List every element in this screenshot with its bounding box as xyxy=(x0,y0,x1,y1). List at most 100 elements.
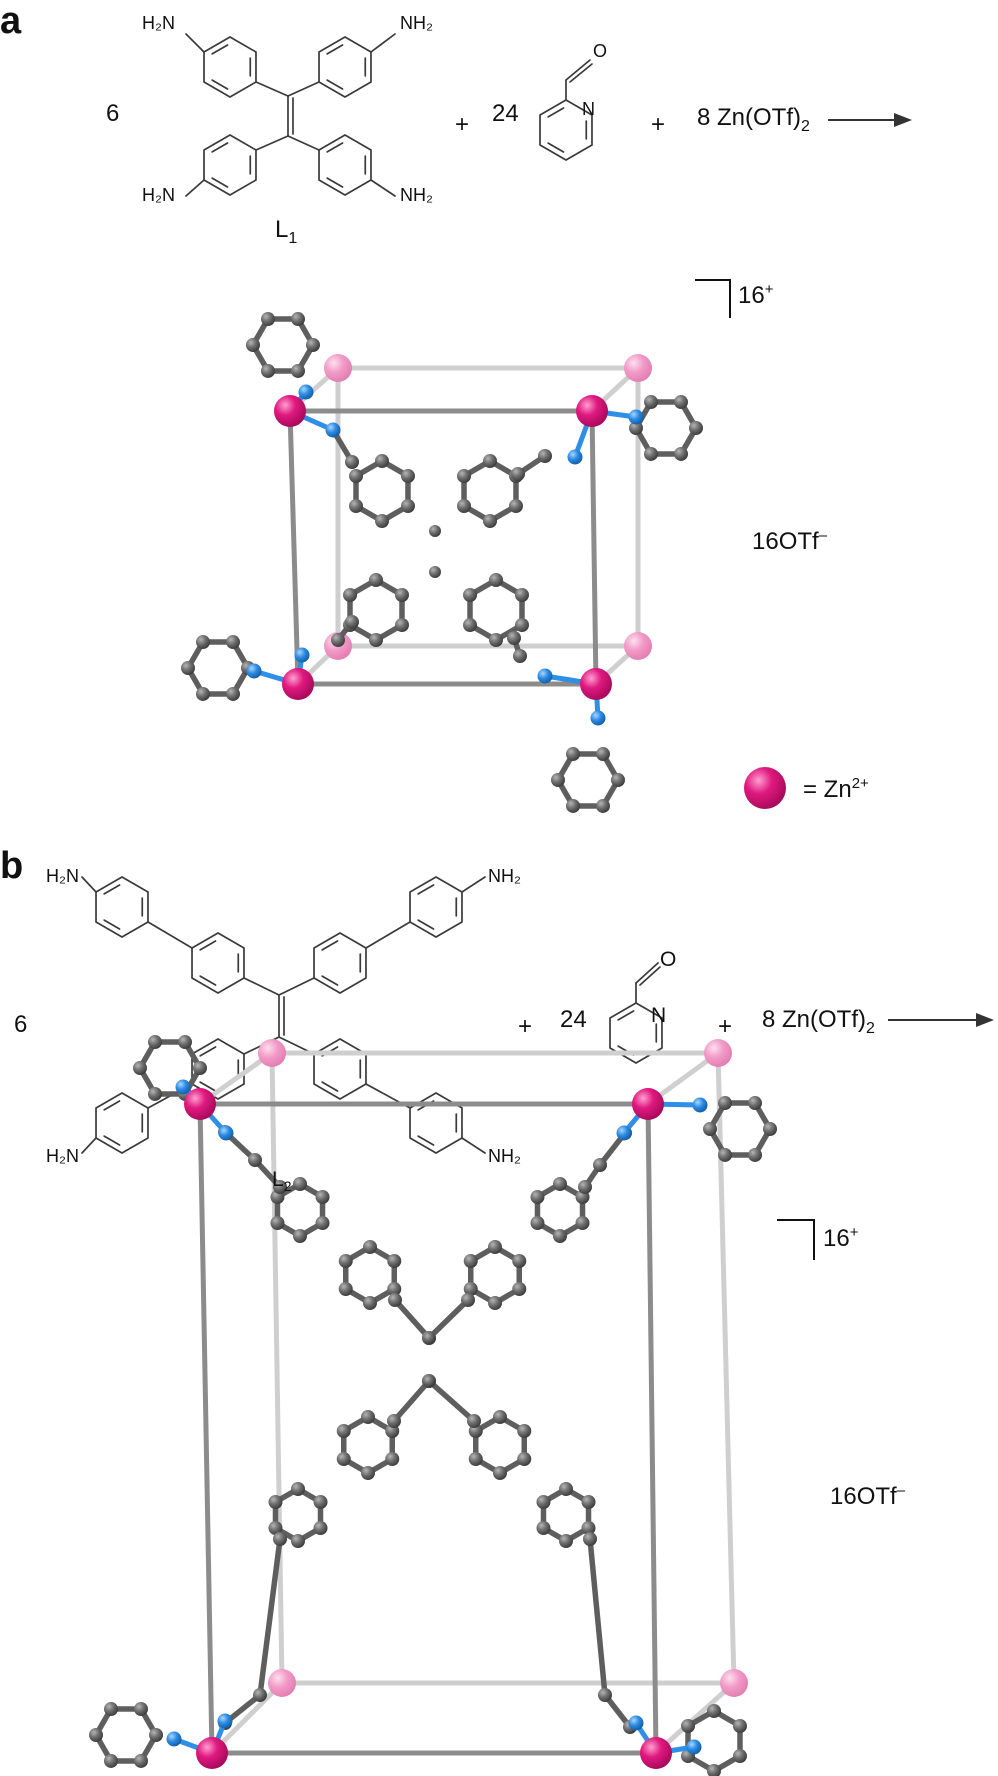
carbon-atom xyxy=(566,747,580,762)
carbon-atom xyxy=(400,499,415,513)
carbon-atom xyxy=(463,1282,478,1296)
picolinaldehyde-structure-b xyxy=(609,962,663,1064)
carbon-atom xyxy=(313,1521,328,1535)
benzene-ring xyxy=(318,36,372,98)
carbon-atom xyxy=(483,454,497,468)
carbon-atom xyxy=(193,1061,207,1075)
carbon-atom xyxy=(291,1482,305,1496)
carbon-atom xyxy=(429,525,441,537)
panel-label-b: b xyxy=(0,845,24,887)
zinc-atom-back xyxy=(624,632,652,660)
carbon-atom xyxy=(336,1452,351,1466)
carbon-atom xyxy=(596,798,610,813)
cage-edge-front xyxy=(645,1101,659,1756)
zinc-atom xyxy=(576,395,608,427)
pyridine-ring xyxy=(539,99,593,161)
nitrogen-atom xyxy=(218,1125,234,1141)
carbon-atom xyxy=(748,1147,762,1162)
zinc-atom xyxy=(184,1088,216,1120)
amine-label-a-tl: H₂N xyxy=(142,13,175,33)
carbon-atom xyxy=(423,1375,435,1387)
counterion-b: 16OTf– xyxy=(830,1482,906,1510)
nitrogen-label-b: N xyxy=(651,1004,667,1027)
carbon-atom xyxy=(578,1180,592,1194)
zinc-salt-b: 8 Zn(OTf)2 xyxy=(762,1006,875,1037)
nitrogen-atom xyxy=(166,1731,182,1747)
carbon-atom xyxy=(313,1495,328,1509)
panel-a: a xyxy=(0,0,998,815)
carbon-atom xyxy=(644,446,658,461)
carbon-atom xyxy=(689,421,703,435)
pyridine-ring xyxy=(609,1002,663,1064)
carbon-atom xyxy=(511,467,525,481)
carbon-atom xyxy=(457,469,472,483)
carbon-atom xyxy=(707,1704,721,1718)
carbon-atom xyxy=(517,1424,532,1438)
zinc-atom-back xyxy=(268,1669,296,1697)
carbon-atom xyxy=(104,1753,118,1768)
carbon-atom xyxy=(423,1332,435,1344)
carbon-atom xyxy=(467,1414,481,1428)
zinc-legend-sphere xyxy=(744,767,786,809)
nitrogen-atom xyxy=(686,1739,702,1755)
charge-bracket-b xyxy=(777,1219,815,1260)
zinc-atom-back xyxy=(720,1669,748,1697)
picolinaldehyde-structure xyxy=(539,59,593,161)
carbon-atom xyxy=(483,514,497,528)
carbon-atom xyxy=(291,363,305,378)
carbon-atom xyxy=(457,499,472,513)
reaction-arrow-b xyxy=(888,1013,994,1027)
carbon-atom xyxy=(345,455,359,469)
cage-edge-front xyxy=(197,1101,215,1756)
carbon-atom xyxy=(331,633,345,647)
ligand-coefficient-a: 6 xyxy=(106,100,120,127)
panel-label-a: a xyxy=(0,0,22,42)
cage-edge-front xyxy=(589,408,599,687)
carbon-atom xyxy=(538,449,552,463)
carbon-atom xyxy=(493,1466,507,1480)
amine-label-b-br: NH₂ xyxy=(488,1146,521,1166)
benzene-ring xyxy=(409,876,463,938)
nitrogen-atom xyxy=(246,663,262,679)
aldehyde-coefficient-b: 24 xyxy=(560,1006,587,1033)
carbon-atom xyxy=(248,1153,262,1167)
carbon-atom xyxy=(718,1147,732,1162)
zinc-atom xyxy=(196,1737,228,1769)
carbon-atom xyxy=(530,1190,545,1204)
carbon-atom xyxy=(489,633,503,647)
carbon-atom xyxy=(196,635,210,650)
carbon-atom xyxy=(349,469,364,483)
cage-structure-b xyxy=(89,1035,777,1776)
carbon-atom xyxy=(553,1229,567,1243)
ligand-label-l1: L1 xyxy=(275,216,298,247)
oxygen-label-b: O xyxy=(660,948,677,971)
carbon-atom xyxy=(268,1521,283,1535)
carbon-atom xyxy=(468,1452,483,1466)
cage-structure-a xyxy=(181,312,703,813)
carbon-atom xyxy=(293,1229,307,1243)
carbon-atom xyxy=(134,1753,148,1768)
carbon-atom xyxy=(507,631,521,645)
carbon-atom xyxy=(369,573,383,587)
amine-label-b-bl: H₂N xyxy=(46,1146,79,1166)
carbon-atom xyxy=(703,1122,717,1136)
zinc-atom-back xyxy=(704,1039,732,1067)
benzene-ring xyxy=(95,876,149,938)
plus-sign-a1: + xyxy=(455,111,470,138)
carbon-atom xyxy=(388,1293,402,1307)
nitrogen-atom xyxy=(628,1715,644,1731)
carbon-atom xyxy=(732,1719,747,1733)
carbon-atom xyxy=(748,1096,762,1111)
carbon-atom xyxy=(488,1240,502,1254)
carbon-atom xyxy=(345,615,359,629)
carbon-atom xyxy=(361,1410,375,1424)
carbon-atom xyxy=(463,588,478,602)
benzene-ring xyxy=(203,134,257,196)
carbon-atom xyxy=(361,1466,375,1480)
carbon-atom xyxy=(575,1216,590,1230)
ligand-label-l2: L2 xyxy=(272,1168,292,1195)
carbon-atom xyxy=(387,1282,402,1296)
carbon-atom xyxy=(394,588,409,602)
nitrogen-atom xyxy=(537,668,553,684)
nitrogen-atom xyxy=(298,384,314,400)
